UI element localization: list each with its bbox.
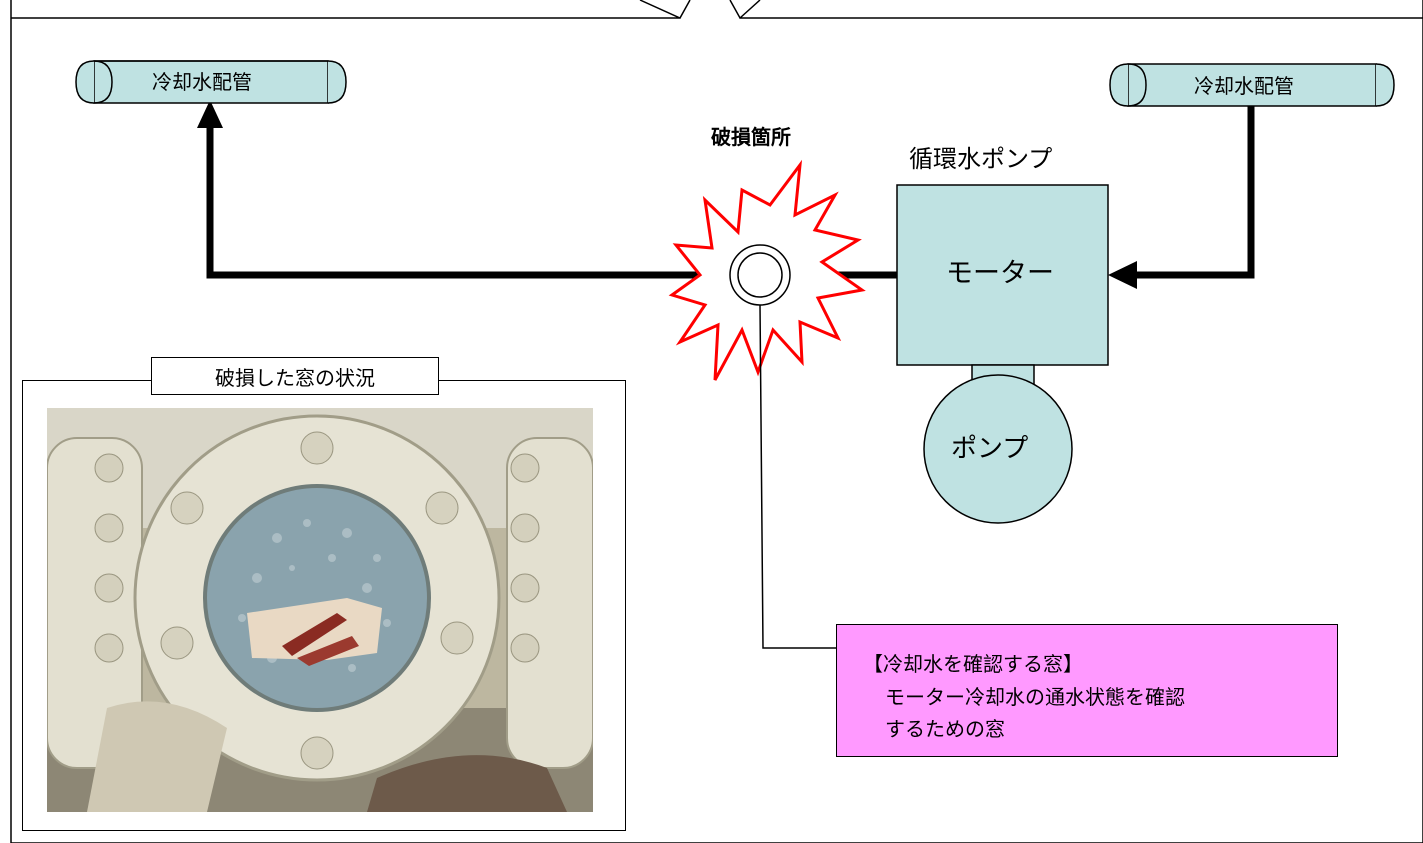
callout-line-2: モーター冷却水の通水状態を確認: [885, 685, 1185, 709]
outer-frame: [10, 0, 1423, 843]
arrow-up-icon: [197, 100, 223, 128]
callout-line-3: するための窓: [885, 717, 1005, 741]
callout-box: 【冷却水を確認する窓】 モーター冷却水の通水状態を確認 するための窓: [836, 624, 1338, 757]
flow-line-left: [206, 128, 730, 279]
callout-line-1: 【冷却水を確認する窓】: [863, 652, 1083, 676]
damaged-window-photo: [47, 408, 593, 812]
motor-box: [896, 184, 1109, 366]
pump-system-title: 循環水ポンプ: [909, 145, 1053, 173]
sight-glass-inner: [737, 252, 783, 298]
pump-circle: [923, 374, 1073, 524]
pipe-label-right: 冷却水配管: [1194, 74, 1294, 98]
pipe-right: [1109, 63, 1395, 107]
photo-title: 破損した窓の状況: [215, 365, 375, 390]
arrow-left-icon: [1108, 261, 1137, 289]
photo-title-box: 破損した窓の状況: [151, 357, 439, 395]
damage-label: 破損箇所: [711, 125, 791, 149]
pipe-left: [75, 60, 347, 104]
callout-leader: [759, 304, 836, 649]
pipe-label-left: 冷却水配管: [152, 70, 252, 94]
pump-label: ポンプ: [951, 434, 1029, 464]
motor-label: モーター: [946, 258, 1054, 289]
flow-line-right: [1135, 106, 1255, 279]
